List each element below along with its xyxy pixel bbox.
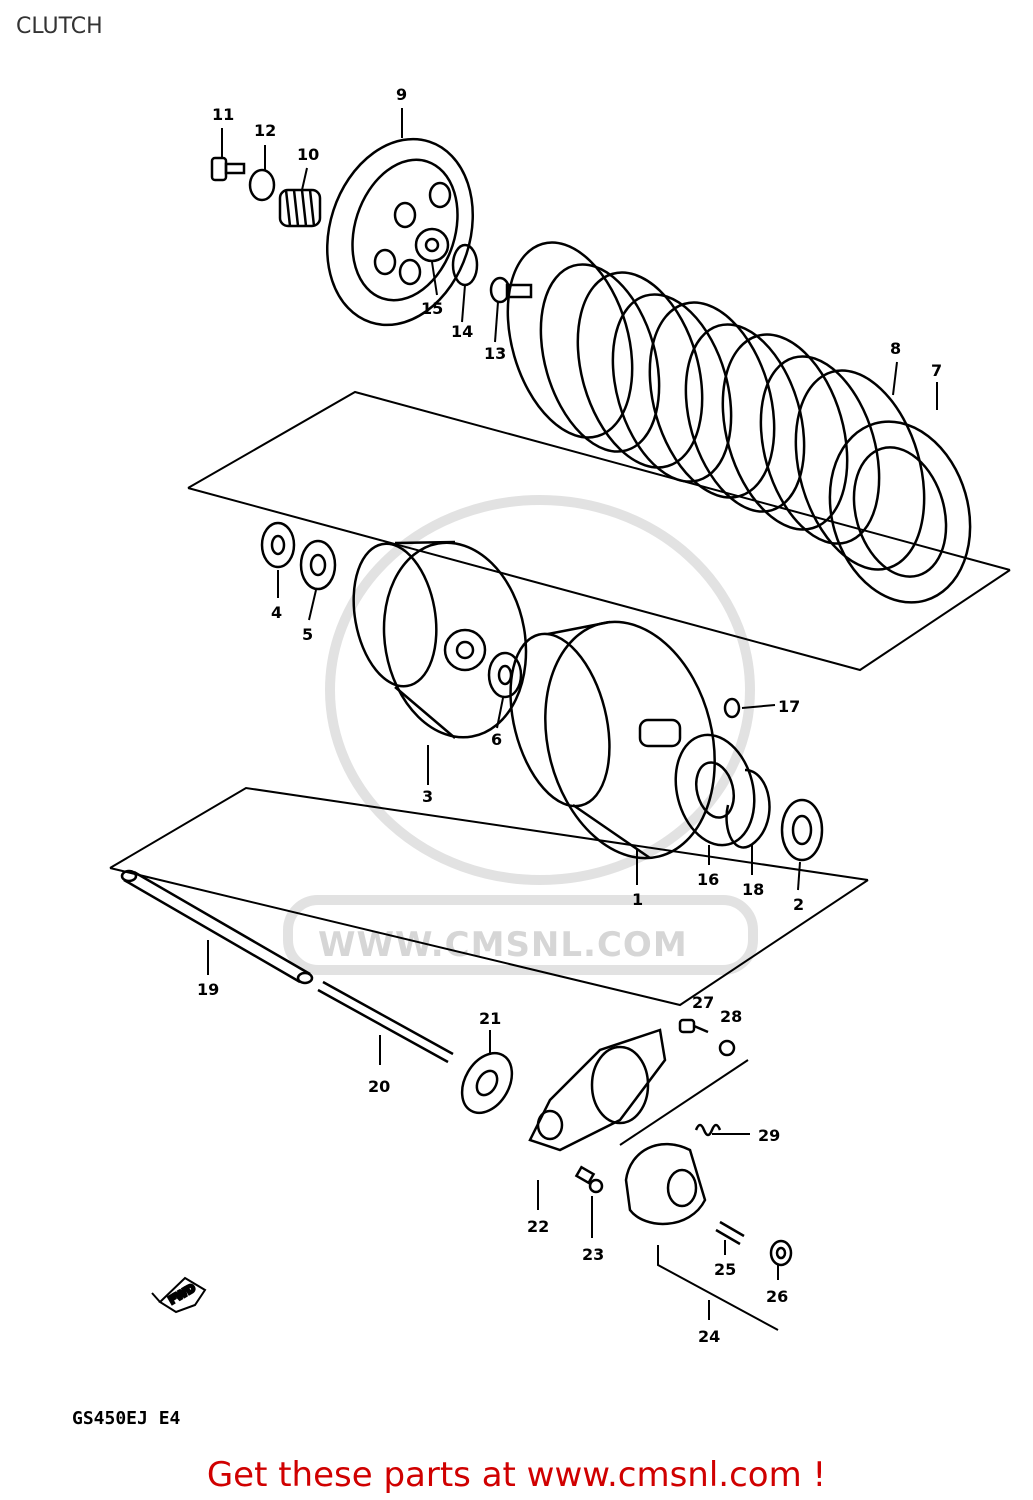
label-part-14: 14: [451, 322, 473, 341]
part-18-circlip: [725, 768, 771, 849]
part-24-release-assy: [624, 1142, 707, 1226]
model-code: GS450EJ E4: [72, 1408, 181, 1429]
label-part-4: 4: [271, 603, 282, 622]
label-part-15: 15: [421, 299, 443, 318]
part-22-gasket: [528, 1028, 667, 1152]
label-part-26: 26: [766, 1287, 788, 1306]
part-28-washer: [718, 1039, 736, 1057]
part-10-spring: [278, 188, 322, 228]
part-labels: 11 12 10 9 15 14 13 8 7 4 5 6 3 17 1 16 …: [197, 85, 942, 1346]
part-27-bolt: [678, 1018, 709, 1034]
assembly-outline-lower: [109, 786, 869, 1007]
part-11-bolt: [210, 156, 246, 182]
parts-7-8-plate-stack: [506, 241, 972, 604]
label-part-6: 6: [491, 730, 502, 749]
label-part-1: 1: [632, 890, 643, 909]
label-part-8: 8: [890, 339, 901, 358]
label-part-20: 20: [368, 1077, 390, 1096]
part-3-sleeve-hub: [352, 540, 528, 739]
label-part-11: 11: [212, 105, 234, 124]
label-part-10: 10: [297, 145, 319, 164]
label-part-5: 5: [302, 625, 313, 644]
part-9-pressure-plate: [325, 137, 475, 327]
part-12-washer: [248, 168, 276, 202]
part-26-lock-nut: [769, 1239, 793, 1267]
label-part-21: 21: [479, 1009, 501, 1028]
part-19-push-rod-long: [120, 869, 314, 985]
label-part-27: 27: [692, 993, 714, 1012]
label-part-2: 2: [793, 895, 804, 914]
part-17-pin: [723, 697, 741, 719]
label-part-28: 28: [720, 1007, 742, 1026]
part-25-adjust-screw: [715, 1220, 745, 1246]
part-14-lifter: [451, 243, 479, 287]
fwd-marker-text: FWD: [166, 1281, 197, 1307]
label-part-7: 7: [931, 361, 942, 380]
part-29-spring: [694, 1123, 722, 1137]
part-21-oil-seal: [460, 1051, 514, 1115]
label-part-23: 23: [582, 1245, 604, 1264]
label-part-16: 16: [697, 870, 719, 889]
part-1-clutch-housing: [509, 620, 756, 860]
label-part-3: 3: [422, 787, 433, 806]
watermark-logo: [283, 495, 758, 975]
label-part-9: 9: [396, 85, 407, 104]
fwd-arrow-icon: [151, 1276, 207, 1314]
leader-lines: [207, 108, 938, 1331]
part-20-push-rod-short: [317, 980, 454, 1064]
label-part-13: 13: [484, 344, 506, 363]
watermark-text: WWW.CMSNL.COM: [318, 925, 688, 965]
label-part-29: 29: [758, 1126, 780, 1145]
page-title: CLUTCH: [16, 14, 103, 39]
assembly-outline-upper: [187, 390, 1011, 672]
label-part-25: 25: [714, 1260, 736, 1279]
part-2-washer: [780, 798, 824, 862]
label-part-19: 19: [197, 980, 219, 999]
part-5-lock-washer: [299, 539, 337, 591]
label-part-12: 12: [254, 121, 276, 140]
part-4-nut: [260, 521, 296, 569]
part-23-screw: [574, 1165, 604, 1194]
label-part-22: 22: [527, 1217, 549, 1236]
label-part-24: 24: [698, 1327, 720, 1346]
parts-shop-link[interactable]: Get these parts at www.cmsnl.com !: [206, 1455, 827, 1495]
label-part-18: 18: [742, 880, 764, 899]
label-part-17: 17: [778, 697, 800, 716]
